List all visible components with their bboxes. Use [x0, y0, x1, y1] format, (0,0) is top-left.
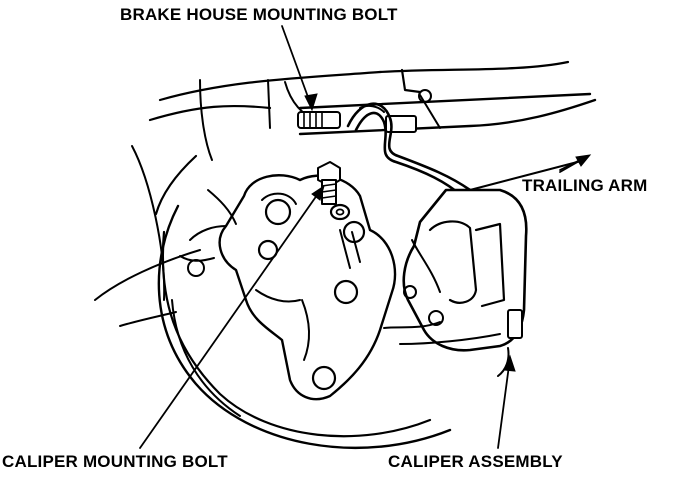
caliper-mounting-bolt-label: CALIPER MOUNTING BOLT — [2, 452, 228, 471]
leader-lines — [139, 25, 592, 449]
upper-frame-lines — [148, 60, 570, 129]
knuckle-body — [179, 174, 397, 401]
rotor-outline — [94, 79, 452, 450]
caliper-assembly-label: CALIPER ASSEMBLY — [388, 452, 563, 471]
caliper-assembly-shape — [383, 188, 528, 377]
caliper-bolt-shape — [317, 161, 361, 269]
brake-house-bolt-shape — [297, 104, 417, 133]
brake-house-mounting-bolt-label: BRAKE HOUSE MOUNTING BOLT — [120, 5, 398, 24]
trailing-arm-label: TRAILING ARM — [522, 176, 648, 195]
trailing-arm-shape — [298, 89, 597, 136]
